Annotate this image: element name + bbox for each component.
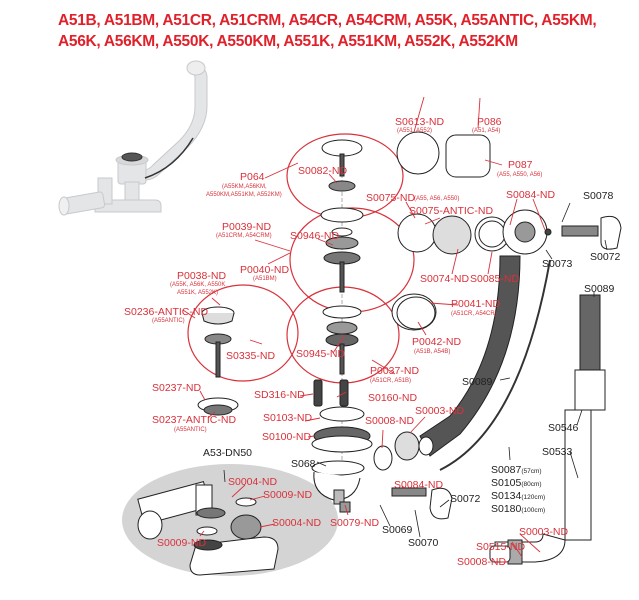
label-s0237-antic-models: (A55ANTIC) <box>174 427 207 433</box>
label-s0945: S0945-ND <box>296 348 346 360</box>
label-p086: P086 <box>477 116 502 128</box>
label-s0084-top: S0084-ND <box>506 189 556 201</box>
label-s0003-mid: S0003-ND <box>415 405 465 417</box>
label-s0082: S0082-ND <box>298 165 348 177</box>
label-s0103: S0103-ND <box>263 412 313 424</box>
label-s0089-left: S0089 <box>462 376 493 388</box>
label-s0075-models: (A55, A56, A550) <box>414 196 460 202</box>
label-sd316: SD316-ND <box>254 389 305 401</box>
label-s0072-top: S0072 <box>590 251 621 263</box>
label-s0089-right: S0089 <box>584 283 615 295</box>
label-s0003-bottom: S0003-ND <box>519 526 569 538</box>
label-p0037-models: (A51CR, A51B) <box>370 378 412 384</box>
label-p0039-models: (A51CRM, A54CRM) <box>216 233 272 239</box>
label-s0008-bottom: S0008-ND <box>457 556 507 568</box>
product-photo <box>58 60 208 216</box>
label-s0236-antic: S0236-ANTIC-ND <box>124 306 209 318</box>
label-s0237: S0237-ND <box>152 382 202 394</box>
cable-s0134: S0134(120cm) <box>491 490 546 502</box>
label-p0039: P0039-ND <box>222 221 272 233</box>
label-s0078: S0078 <box>583 190 614 202</box>
label-s0073: S0073 <box>542 258 573 270</box>
label-s0072-bottom: S0072 <box>450 493 481 505</box>
label-p0037: P0037-ND <box>370 365 420 377</box>
label-s0074: S0074-ND <box>420 273 470 285</box>
label-p064: P064 <box>240 171 265 183</box>
label-p0042-models: (A51B, A54B) <box>414 349 451 355</box>
label-s0009-bottom: S0009-ND <box>157 537 207 549</box>
label-s0335: S0335-ND <box>226 350 276 362</box>
label-p087-models: (A55, A550, A56) <box>497 172 543 178</box>
label-p0041: P0041-ND <box>451 298 501 310</box>
label-p0041-models: (A51CR, A54CR) <box>451 311 497 317</box>
label-s0079: S0079-ND <box>330 517 380 529</box>
cable-s0087: S0087(57cm) <box>491 464 542 476</box>
cable-s0180: S0180(100cm) <box>491 503 546 515</box>
title-line-1: A51B, A51BM, A51CR, A51CRM, A54CR, A54CR… <box>58 12 597 29</box>
label-s0009-top: S0009-ND <box>263 489 313 501</box>
label-s0069: S0069 <box>382 524 413 536</box>
label-s0075-antic: S0075-ANTIC-ND <box>409 205 494 217</box>
label-s0004-bottom: S0004-ND <box>272 517 322 529</box>
label-s0546: S0546 <box>548 422 579 434</box>
label-s0160: S0160-ND <box>368 392 418 404</box>
label-p064-models-2: A550KM,A551KM, A552KM) <box>206 192 282 198</box>
label-p0038-models-2: A551K, A552K) <box>177 290 219 296</box>
label-p086-models: (A51, A54) <box>472 128 501 134</box>
label-s0533: S0533 <box>542 446 573 458</box>
label-p0040-models: (A51BM) <box>253 276 277 282</box>
label-p064-models-1: (A55KM,A56KM, <box>222 184 267 190</box>
label-s0004-top: S0004-ND <box>228 476 278 488</box>
label-s0075: S0075-ND <box>366 192 416 204</box>
label-s0085: S0085-ND <box>470 273 520 285</box>
label-s0613-models: (A551, A552) <box>397 128 433 134</box>
label-p087: P087 <box>508 159 533 171</box>
label-a53-dn50: A53-DN50 <box>203 447 253 459</box>
title-line-2: A56K, A56KM, A550K, A550KM, A551K, A551K… <box>58 33 518 50</box>
label-p0038-models-1: (A55K, A56K, A550K <box>170 282 226 288</box>
label-s0008-mid: S0008-ND <box>365 415 415 427</box>
label-s0946: S0946-ND <box>290 230 340 242</box>
label-p0042: P0042-ND <box>412 336 462 348</box>
label-p0040: P0040-ND <box>240 264 290 276</box>
cable-s0105: S0105(80cm) <box>491 477 542 489</box>
circle-p0038 <box>187 284 299 382</box>
label-p0038: P0038-ND <box>177 270 227 282</box>
label-s068: S068 <box>291 458 316 470</box>
label-s0100: S0100-ND <box>262 431 312 443</box>
label-s0613: S0613-ND <box>395 116 445 128</box>
label-s0515: S0515-ND <box>476 541 526 553</box>
label-s0237-antic: S0237-ANTIC-ND <box>152 414 237 426</box>
label-s0084-bottom: S0084-ND <box>394 479 444 491</box>
label-s0236-models: (A55ANTIC) <box>152 318 185 324</box>
label-s0070: S0070 <box>408 537 439 549</box>
